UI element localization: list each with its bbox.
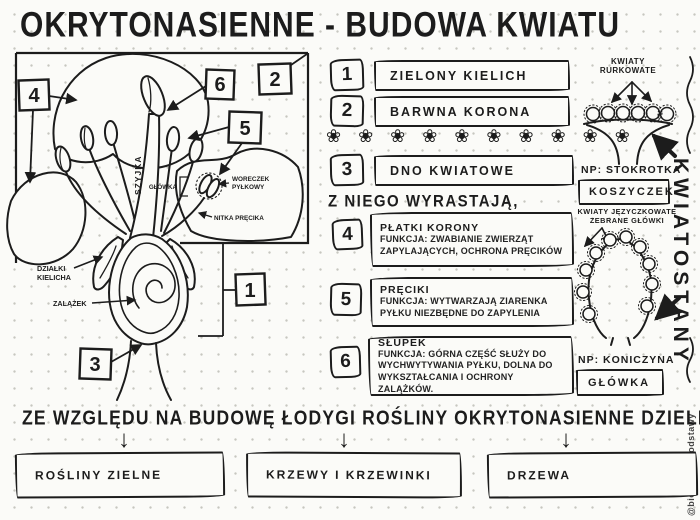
caption-kwiaty-rurkowate: KWIATY RURKOWATE xyxy=(599,57,657,75)
callout-6: 6 xyxy=(204,68,236,101)
capitulum-drawing xyxy=(583,81,679,165)
label-glowka: GŁÓWKA xyxy=(149,183,178,191)
legend-label-3: DNO KWIATOWE xyxy=(390,163,515,178)
part-num-4: 4 xyxy=(331,218,364,251)
category-box-rosliny-zielne: ROŚLINY ZIELNE xyxy=(14,451,226,499)
right-edge-squiggles xyxy=(686,56,694,383)
legend-label-1: ZIELONY KIELICH xyxy=(390,68,528,83)
category-box-drzewa: DRZEWA xyxy=(486,451,699,499)
part-num-6: 6 xyxy=(329,345,362,379)
label-zalazek: ZALĄŻEK xyxy=(53,299,87,308)
legend-num-1: 1 xyxy=(329,58,365,92)
diagram-part-labels: SZYJKA GŁÓWKA WORECZEK PYŁKOWY NITKA PRĘ… xyxy=(37,155,270,308)
svg-text:1: 1 xyxy=(244,280,255,302)
callout-1: 1 xyxy=(234,272,267,307)
koszyczek-box: KOSZYCZEK xyxy=(578,179,673,205)
caption-kwiaty-jezyczkowate: KWIATY JĘZYCZKOWATE ZEBRANE GŁÓWKI xyxy=(577,207,677,225)
pointer-arrow-top xyxy=(651,133,679,161)
label-woreczek-2: PYŁKOWY xyxy=(232,184,265,191)
callout-3: 3 xyxy=(78,347,113,381)
category-label: ROŚLINY ZIELNE xyxy=(34,467,163,483)
example-stokrotka: NP: STOKROTKA xyxy=(581,164,682,176)
label-dzialki-1: DZIAŁKI xyxy=(37,264,65,273)
legend-box-3: DNO KWIATOWE xyxy=(374,155,574,186)
svg-text:6: 6 xyxy=(214,74,225,96)
diagram-number-boxes: 4 6 2 5 1 3 xyxy=(17,62,293,381)
part-num-5: 5 xyxy=(329,282,363,317)
part-title-5: PRĘCIKI xyxy=(380,284,430,297)
flower-doodle-row: ❀ ❀ ❀ ❀ ❀ ❀ ❀ ❀ ❀ ❀ xyxy=(326,126,636,146)
label-nitka: NITKA PRĘCIKA xyxy=(214,215,264,222)
labeled-anther xyxy=(198,174,221,199)
svg-text:2: 2 xyxy=(269,69,280,91)
division-heading: ZE WZGLĘDU NA BUDOWĘ ŁODYGI ROŚLINY OKRY… xyxy=(22,406,700,429)
callout-lines xyxy=(24,53,308,363)
part-box-5: PRĘCIKI FUNKCJA: WYTWARZAJĄ ZIARENKA PYŁ… xyxy=(370,277,574,327)
part-title-6: SŁUPEK xyxy=(378,336,427,349)
part-box-6: SŁUPEK FUNKCJA: GÓRNA CZĘŚĆ SŁUŻY DO WYC… xyxy=(368,336,574,396)
part-desc-5: FUNKCJA: WYTWARZAJĄ ZIARENKA PYŁKU NIEZB… xyxy=(380,296,548,318)
stamen-shapes xyxy=(54,120,223,237)
label-szyjka: SZYJKA xyxy=(133,155,143,195)
callout-5: 5 xyxy=(227,110,263,145)
part-desc-4: FUNKCJA: ZWABIANIE ZWIERZĄT ZAPYLAJĄCYCH… xyxy=(380,233,563,256)
subheading: Z NIEGO WYRASTAJĄ, xyxy=(328,192,519,211)
legend-num-3: 3 xyxy=(329,153,365,187)
legend-box-1: ZIELONY KIELICH xyxy=(374,60,570,91)
down-arrow-icon: ↓ xyxy=(560,426,572,453)
category-label: DRZEWA xyxy=(506,468,572,483)
glowka-drawing xyxy=(574,227,683,346)
svg-text:4: 4 xyxy=(28,85,40,107)
part-title-4: PŁATKI KORONY xyxy=(380,221,480,234)
callout-2: 2 xyxy=(257,62,293,96)
page-title: OKRYTONASIENNE - BUDOWA KWIATU xyxy=(20,6,620,45)
glowka-box-label: GŁÓWKA xyxy=(588,376,651,389)
pointer-arrow-bottom xyxy=(654,293,683,321)
example-koniczyna: NP: KONICZYNA xyxy=(578,354,675,366)
part-box-4: PŁATKI KORONY FUNKCJA: ZWABIANIE ZWIERZĄ… xyxy=(370,212,574,267)
koszyczek-label: KOSZYCZEK xyxy=(589,186,675,198)
callout-4: 4 xyxy=(17,78,51,112)
down-arrow-icon: ↓ xyxy=(118,426,130,453)
legend-num-2: 2 xyxy=(329,94,365,128)
legend-label-2: BARWNA KORONA xyxy=(390,104,532,119)
flower-diagram: 4 6 2 5 1 3 SZYJ xyxy=(6,51,310,401)
glowka-box: GŁÓWKA xyxy=(576,369,664,396)
part-desc-6: FUNKCJA: GÓRNA CZĘŚĆ SŁUŻY DO WYCHWYTYWA… xyxy=(378,348,553,394)
label-dzialki-2: KIELICHA xyxy=(37,273,71,282)
svg-text:5: 5 xyxy=(239,118,250,140)
pistil-shapes xyxy=(129,75,166,239)
legend-box-2: BARWNA KORONA xyxy=(374,96,570,127)
vertical-title-kwiatostany: KWIATOSTANY xyxy=(669,158,692,366)
ovary-shapes xyxy=(108,233,189,401)
category-box-krzewy: KRZEWY I KRZEWINKI xyxy=(245,451,463,499)
svg-text:3: 3 xyxy=(89,354,100,376)
label-woreczek-1: WORECZEK xyxy=(232,176,270,183)
down-arrow-icon: ↓ xyxy=(338,426,350,453)
category-label: KRZEWY I KRZEWINKI xyxy=(265,467,432,483)
